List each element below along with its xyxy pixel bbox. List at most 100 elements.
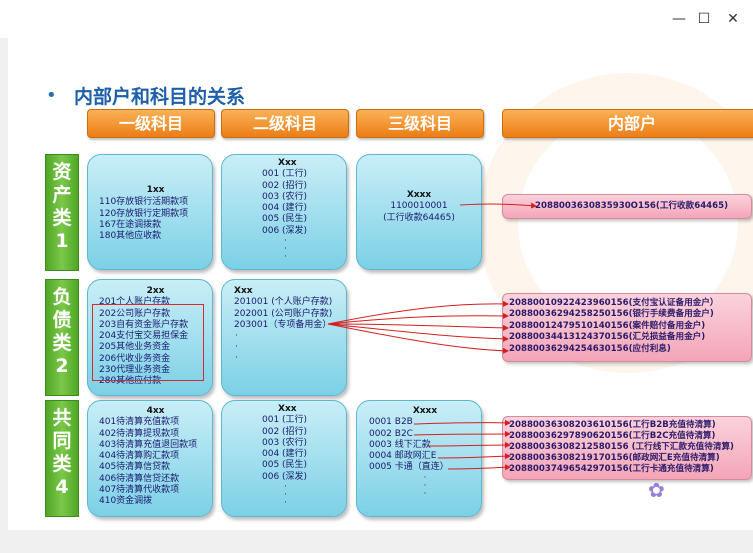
level3-box-assets: Xxxx 1100010001 (工行收款64465) (356, 154, 482, 270)
arrow-liab-4 (327, 323, 509, 342)
header-level1: 一级科目 (87, 109, 215, 138)
header-internal-account: 内部户 (502, 109, 753, 138)
header-level2: 二级科目 (221, 109, 349, 138)
row-label-liabilities: 负 债 类 2 (45, 279, 79, 396)
liability-subaccount: 203001（专项备用金） (234, 319, 332, 330)
account-code: 403待清算充值退回款项 (99, 439, 198, 450)
continuation-dots: ··· (423, 472, 427, 499)
account-code: 120存放银行定期款项 (99, 208, 189, 219)
level3-title: Xxxx (412, 406, 438, 416)
bank-subaccount: 003 (农行) (262, 437, 308, 448)
arrow-liab-5 (327, 323, 509, 354)
bank-subaccount: 004 (建行) (262, 203, 308, 214)
row-label-char: 类 (52, 332, 72, 354)
channel-code: 0005 卡通（直连） (369, 462, 449, 473)
internal-account-box-assets: 2088003630835930O156(工行收款64465) (502, 194, 752, 219)
account-code: 404待清算购汇款项 (99, 451, 180, 462)
level2-box-liabilities: Xxx 201001 (个人账户存款) 202001 (公司账户存款) 2030… (221, 279, 347, 396)
level3-title: Xxxx (406, 190, 432, 200)
continuation-dots: ··· (235, 331, 238, 364)
liability-subaccount: 201001 (个人账户存款) (234, 297, 333, 308)
level3-code: 1100010001 (390, 201, 448, 212)
internal-account-number: 20880034413124370156(汇兑损益备用金户) (509, 332, 706, 343)
arrow-liab-1 (327, 300, 509, 325)
account-code: 407待清算代收款项 (99, 485, 180, 496)
internal-account-number: 20880012479510140156(案件赔付备用金户) (509, 320, 706, 331)
account-code: 202公司账户存款 (99, 308, 171, 319)
bullet-icon: • (46, 85, 57, 106)
row-label-char: 2 (55, 355, 69, 377)
level1-title: 1xx (146, 185, 165, 195)
account-code: 230代理业务资金 (99, 365, 171, 376)
continuation-dots: ··· (284, 236, 287, 263)
internal-account-box-liabilities: 20880010922423960156(支付宝认证备用金户） 20880036… (502, 293, 752, 362)
level1-title: 4xx (146, 406, 165, 416)
row-label-char: 资 (52, 161, 72, 183)
row-label-char: 共 (52, 407, 72, 429)
row-label-char: 产 (52, 184, 72, 206)
account-code: 204支付宝交易担保金 (99, 331, 189, 342)
channel-code: 0002 B2C (369, 428, 413, 439)
account-code: 203自有资金账户存款 (99, 319, 189, 330)
bank-subaccount: 005 (民生) (262, 214, 308, 225)
bank-subaccount: 001 (工行) (262, 415, 308, 426)
bank-subaccount: 006 (深发) (262, 225, 308, 236)
channel-code: 0003 线下汇款 (369, 439, 431, 450)
account-code: 280其他应付款 (99, 376, 162, 387)
account-code: 406待清算信贷还款 (99, 473, 180, 484)
internal-account-number: 20880036297890620156(工行B2C充值待清算) (509, 431, 716, 441)
internal-account-box-common: 20880036308203610156(工行B2B充值待清算) 2088003… (502, 416, 752, 480)
level1-title: 2xx (146, 286, 165, 296)
bank-subaccount: 002 (招行) (262, 426, 308, 437)
level2-box-common: Xxx 001 (工行) 002 (招行) 003 (农行) 004 (建行) … (221, 400, 347, 517)
level1-box-common: 4xx 401待清算充值款项 402待清算提现款项 403待清算充值退回款项 4… (87, 400, 213, 517)
window-titlebar: — ☐ ✕ (0, 0, 753, 38)
internal-account-number: 2088003630835930O156(工行收款64465) (535, 201, 729, 211)
level2-box-assets: Xxx 001 (工行) 002 (招行) 003 (农行) 004 (建行) … (221, 154, 347, 270)
account-code: 410资金调拨 (99, 496, 153, 507)
row-label-char: 1 (55, 230, 69, 252)
row-label-char: 债 (52, 309, 72, 331)
header-level3: 三级科目 (356, 109, 484, 138)
close-button[interactable]: ✕ (727, 11, 739, 27)
row-label-common: 共 同 类 4 (45, 400, 79, 517)
level1-box-liabilities: 2xx 201个人账户存款 202公司账户存款 203自有资金账户存款 204支… (87, 279, 213, 396)
slide-title: 内部户和科目的关系 (74, 86, 246, 108)
channel-code: 0001 B2B (369, 417, 413, 428)
account-code: 167在途调拨款 (99, 219, 162, 230)
arrow-liab-3 (327, 323, 509, 331)
internal-account-number: 20880036294254630156(应付利息) (509, 343, 671, 354)
liability-subaccount: 202001 (公司账户存款) (234, 308, 333, 319)
row-label-char: 类 (52, 207, 72, 229)
level2-title: Xxx (278, 404, 297, 414)
bank-subaccount: 006 (深发) (262, 471, 308, 482)
internal-account-number: 20880037496542970156(工行卡通充值待清算) (509, 464, 714, 474)
cartoon-mascot-icon: ✿ (648, 478, 665, 502)
bank-subaccount: 004 (建行) (262, 449, 308, 460)
highlight-rectangle (92, 304, 204, 381)
internal-account-number: 20880010922423960156(支付宝认证备用金户） (509, 298, 719, 308)
internal-account-number: 20880036308212580156 (工行线下汇款充值待清算) (509, 442, 734, 452)
slide-canvas: • 内部户和科目的关系 一级科目 二级科目 三级科目 内部户 资 产 类 1 1… (8, 38, 753, 530)
account-code: 205其他业务资金 (99, 342, 171, 353)
internal-account-number: 20880036308203610156(工行B2B充值待清算) (509, 420, 716, 430)
maximize-button[interactable]: ☐ (697, 11, 711, 27)
level2-title: Xxx (234, 286, 253, 296)
minimize-button[interactable]: — (672, 11, 686, 27)
row-label-char: 同 (52, 430, 72, 452)
internal-account-number: 20880036308219170156(邮政网汇E充值待清算) (509, 453, 720, 463)
bottom-status-bar (0, 530, 753, 553)
level3-box-common: Xxxx 0001 B2B 0002 B2C 0003 线下汇款 0004 邮政… (356, 400, 482, 517)
account-code: 110存放银行活期款项 (99, 197, 189, 208)
level3-desc: (工行收款64465) (383, 212, 455, 223)
account-code: 180其他应收款 (99, 231, 162, 242)
level2-title: Xxx (278, 158, 297, 168)
internal-account-number: 20880036294258250156(银行手续费备用金户) (509, 309, 714, 320)
account-code: 401待清算充值款项 (99, 417, 180, 428)
account-code: 201个人账户存款 (99, 297, 171, 308)
account-code: 402待清算提现款项 (99, 428, 180, 439)
bank-subaccount: 003 (农行) (262, 191, 308, 202)
row-label-char: 负 (52, 286, 72, 308)
row-label-assets: 资 产 类 1 (45, 154, 79, 271)
channel-code: 0004 邮政网汇E (369, 451, 437, 462)
